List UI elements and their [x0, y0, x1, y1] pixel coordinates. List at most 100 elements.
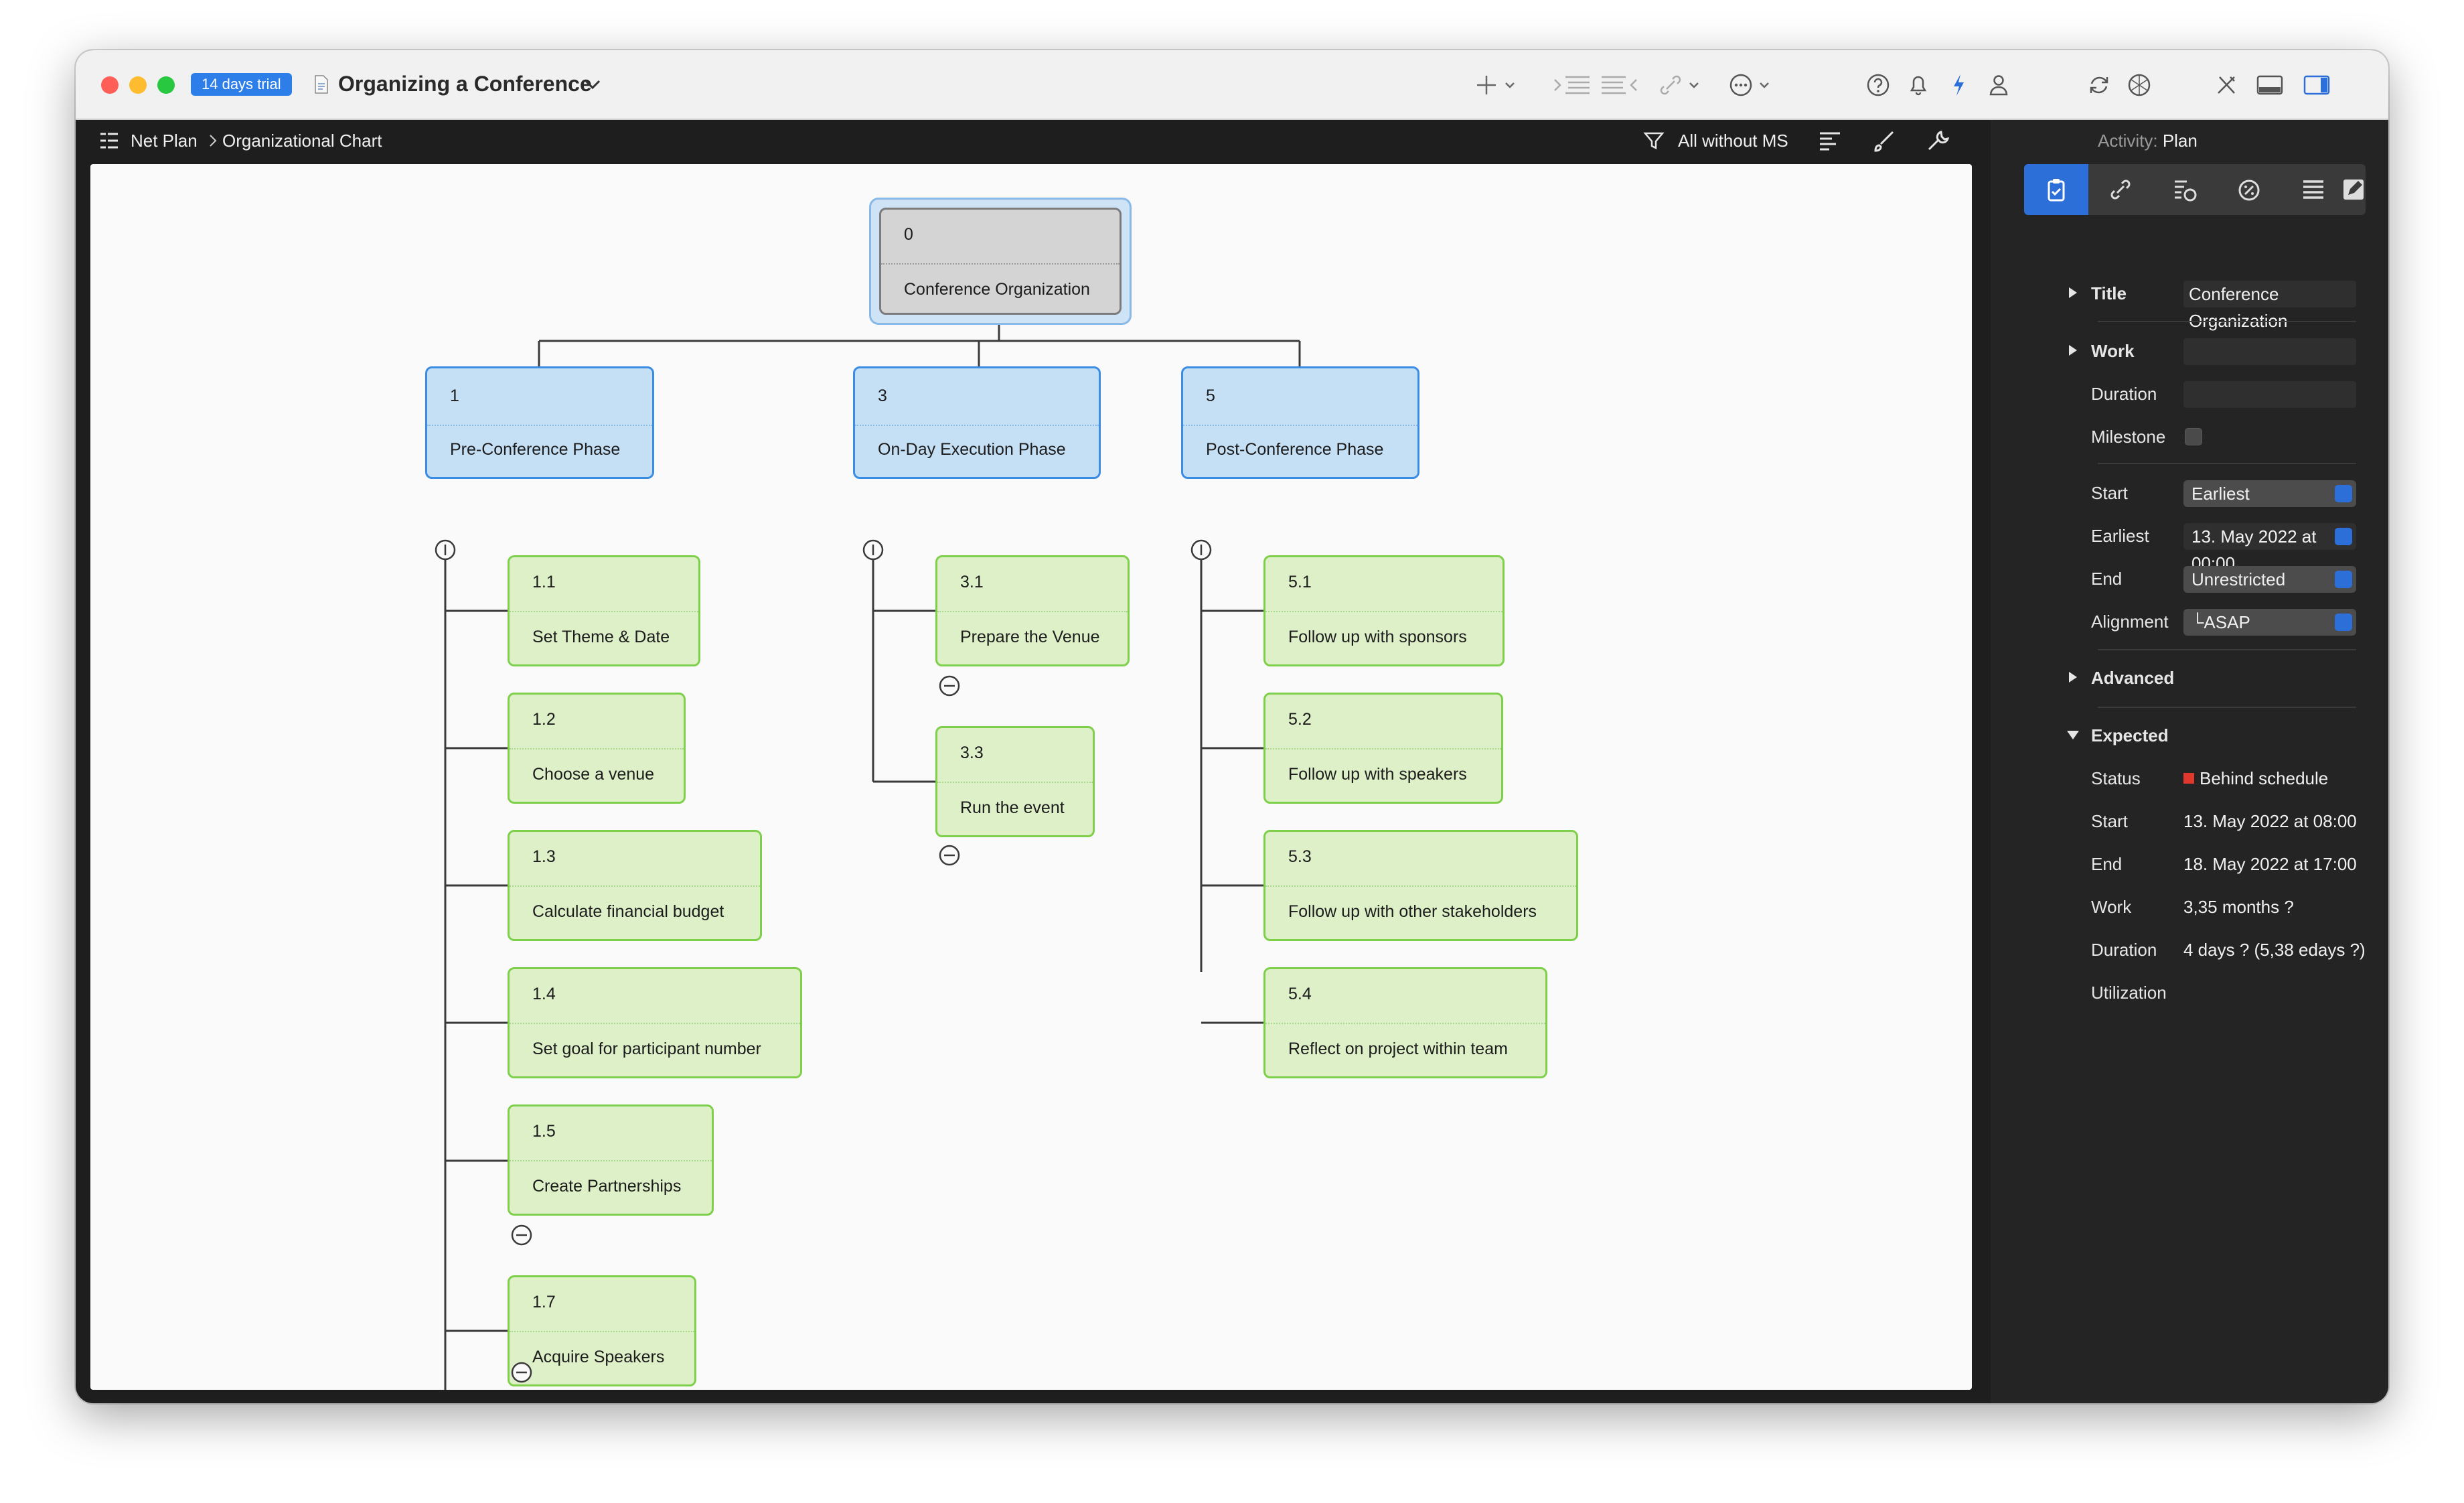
- zoom-window-button[interactable]: [157, 76, 175, 94]
- node-id: 1.3: [532, 847, 556, 866]
- breadcrumb-organizational-chart[interactable]: Organizational Chart: [222, 131, 382, 151]
- duration-field[interactable]: [2183, 381, 2356, 408]
- root-node[interactable]: 0 Conference Organization: [879, 208, 1122, 315]
- inspector-panel-icon[interactable]: [2302, 70, 2331, 100]
- more-menu-chevron-icon[interactable]: [1756, 70, 1772, 100]
- refresh-icon[interactable]: [2084, 70, 2114, 100]
- document-title[interactable]: Organizing a Conference: [338, 72, 592, 96]
- alignment-value: └ASAP: [2191, 612, 2250, 632]
- breadcrumb-net-plan[interactable]: Net Plan: [131, 131, 198, 151]
- org-chart-connectors: [444, 317, 1301, 1390]
- start-label: Start: [2091, 483, 2128, 503]
- tools-icon[interactable]: [2212, 70, 2241, 100]
- task-node-5-1[interactable]: 5.1 Follow up with sponsors: [1263, 555, 1505, 666]
- disclosure-right-icon[interactable]: [2067, 286, 2079, 299]
- node-label: Follow up with sponsors: [1288, 628, 1467, 646]
- advanced-label[interactable]: Advanced: [2091, 668, 2175, 688]
- phase-node-1[interactable]: 1 Pre-Conference Phase: [425, 366, 654, 479]
- lightning-icon[interactable]: [1944, 70, 1973, 100]
- trial-badge[interactable]: 14 days trial: [191, 73, 292, 96]
- tab-progress[interactable]: [2217, 164, 2281, 215]
- resources-cost-icon: [2175, 180, 2197, 202]
- end-popup[interactable]: Unrestricted: [2183, 566, 2356, 593]
- collapse-toggle-icon[interactable]: [938, 674, 961, 697]
- link-menu-chevron-icon[interactable]: [1686, 70, 1702, 100]
- document-icon: [315, 75, 328, 94]
- collapse-toggle-icon[interactable]: [938, 844, 961, 867]
- title-field[interactable]: Conference Organization: [2183, 281, 2356, 331]
- node-label: On-Day Execution Phase: [878, 440, 1066, 459]
- net-plan-icon[interactable]: [98, 131, 120, 150]
- earliest-label: Earliest: [2091, 526, 2149, 546]
- node-divider: [1265, 748, 1501, 749]
- collapse-toggle-icon[interactable]: [510, 1224, 533, 1246]
- tab-info[interactable]: [2024, 164, 2088, 215]
- phase-node-3[interactable]: 3 On-Day Execution Phase: [853, 366, 1101, 479]
- disclosure-right-icon[interactable]: [2067, 344, 2079, 357]
- disclosure-down-icon[interactable]: [2066, 728, 2080, 741]
- tab-list[interactable]: [2281, 164, 2345, 215]
- expected-work-label: Work: [2091, 897, 2132, 917]
- indent-icon[interactable]: [1552, 70, 1592, 100]
- start-popup[interactable]: Earliest: [2183, 480, 2356, 507]
- collapse-toggle-icon[interactable]: [510, 1361, 533, 1384]
- expected-start-label: Start: [2091, 811, 2128, 831]
- root-node-frame[interactable]: 0 Conference Organization: [869, 198, 1132, 325]
- task-node-1-3[interactable]: 1.3 Calculate financial budget: [508, 830, 762, 941]
- work-field[interactable]: [2183, 338, 2356, 365]
- task-node-1-5[interactable]: 1.5 Create Partnerships: [508, 1104, 714, 1216]
- disclosure-right-icon[interactable]: [2067, 670, 2079, 684]
- node-id: 5: [1206, 386, 1215, 405]
- add-icon[interactable]: [1472, 70, 1501, 100]
- phase-node-5[interactable]: 5 Post-Conference Phase: [1181, 366, 1419, 479]
- wrench-icon[interactable]: [1924, 128, 1950, 155]
- activity-header: Activity: Plan: [2098, 131, 2198, 151]
- tab-notes[interactable]: [2343, 164, 2366, 215]
- chevron-down-icon[interactable]: [581, 73, 604, 96]
- task-node-5-4[interactable]: 5.4 Reflect on project within team: [1263, 967, 1547, 1078]
- milestone-checkbox[interactable]: [2185, 428, 2202, 445]
- gantt-layout-icon[interactable]: [1817, 128, 1843, 155]
- org-chart-canvas[interactable]: 0 Conference Organization 1 Pre-Conferen…: [90, 164, 1972, 1390]
- help-icon[interactable]: [1863, 70, 1893, 100]
- close-window-button[interactable]: [101, 76, 119, 94]
- link-icon: [2110, 180, 2131, 200]
- end-label: End: [2091, 569, 2123, 589]
- link-icon[interactable]: [1656, 70, 1685, 100]
- collapse-toggle-icon[interactable]: [434, 539, 457, 561]
- bottom-panel-icon[interactable]: [2255, 70, 2285, 100]
- earliest-date-picker[interactable]: 13. May 2022 at 00:00: [2183, 523, 2356, 573]
- more-options-icon[interactable]: [1726, 70, 1756, 100]
- alignment-popup[interactable]: └ASAP: [2183, 609, 2356, 636]
- task-node-1-7[interactable]: 1.7 Acquire Speakers: [508, 1275, 696, 1386]
- person-icon[interactable]: [1984, 70, 2013, 100]
- node-id: 1: [450, 386, 459, 405]
- collapse-toggle-icon[interactable]: [1190, 539, 1213, 561]
- node-label: Calculate financial budget: [532, 902, 724, 921]
- node-id: 1.5: [532, 1122, 556, 1141]
- task-node-1-2[interactable]: 1.2 Choose a venue: [508, 693, 686, 804]
- outdent-icon[interactable]: [1599, 70, 1639, 100]
- add-menu-chevron-icon[interactable]: [1502, 70, 1518, 100]
- task-node-5-2[interactable]: 5.2 Follow up with speakers: [1263, 693, 1503, 804]
- expected-label[interactable]: Expected: [2091, 725, 2169, 745]
- bell-icon[interactable]: [1904, 70, 1933, 100]
- task-node-1-1[interactable]: 1.1 Set Theme & Date: [508, 555, 700, 666]
- sync-status-icon[interactable]: [2125, 70, 2154, 100]
- work-label: Work: [2091, 341, 2135, 361]
- task-node-5-3[interactable]: 5.3 Follow up with other stakeholders: [1263, 830, 1578, 941]
- node-divider: [1265, 611, 1503, 612]
- tab-links[interactable]: [2088, 164, 2153, 215]
- tab-resources[interactable]: [2153, 164, 2217, 215]
- task-node-3-3[interactable]: 3.3 Run the event: [935, 726, 1095, 837]
- task-node-3-1[interactable]: 3.1 Prepare the Venue: [935, 555, 1130, 666]
- style-brush-icon[interactable]: [1870, 128, 1897, 155]
- expected-work-value: 3,35 months ?: [2183, 897, 2294, 917]
- minimize-window-button[interactable]: [129, 76, 147, 94]
- filter-icon[interactable]: [1642, 129, 1665, 152]
- filter-label[interactable]: All without MS: [1678, 131, 1788, 151]
- collapse-toggle-icon[interactable]: [862, 539, 884, 561]
- popup-stepper-icon: [2335, 571, 2352, 588]
- task-node-1-4[interactable]: 1.4 Set goal for participant number: [508, 967, 802, 1078]
- node-divider: [1265, 1023, 1545, 1024]
